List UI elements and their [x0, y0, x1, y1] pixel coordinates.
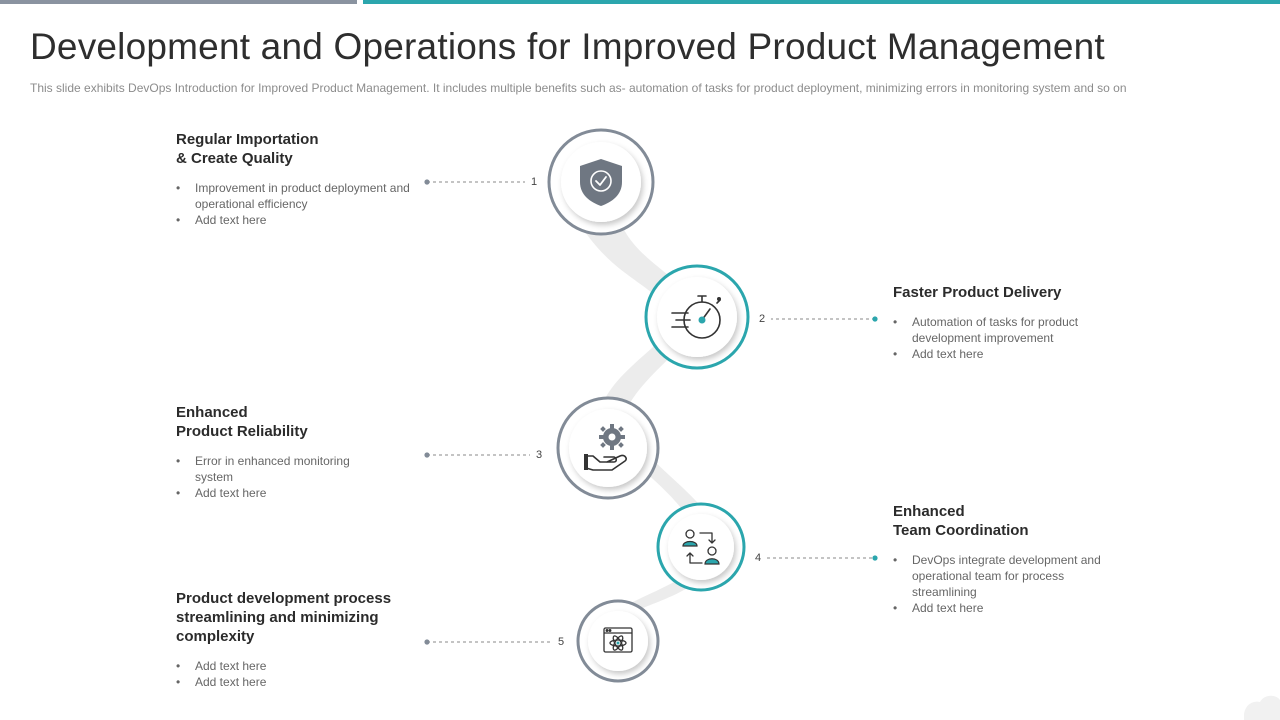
top-accent-bar-gray — [0, 0, 357, 4]
step-5-bullets: Add text here Add text here — [176, 658, 426, 690]
step-2-text: Faster Product Delivery Automation of ta… — [893, 283, 1108, 362]
step-4-title: Enhanced Team Coordination — [893, 502, 1108, 540]
step-1-title-line: & Create Quality — [176, 150, 293, 167]
step-3-title-line: Product Reliability — [176, 423, 308, 440]
step-4-node — [656, 502, 746, 592]
step-number-4: 4 — [749, 549, 767, 567]
browser-atom-icon — [603, 627, 633, 653]
step-2-bullets: Automation of tasks for product developm… — [893, 314, 1108, 362]
bullet-item: Add text here — [176, 674, 426, 690]
gear-hand-icon — [584, 424, 627, 471]
step-3-bullets: Error in enhanced monitoring system Add … — [176, 453, 386, 501]
step-number-2: 2 — [753, 310, 771, 328]
leader-line-2 — [770, 316, 878, 322]
bullet-item: Error in enhanced monitoring system — [176, 453, 386, 485]
step-number-3: 3 — [530, 446, 548, 464]
step-number-1: 1 — [525, 173, 543, 191]
step-3-node — [556, 396, 660, 500]
step-5-text: Product development process streamlining… — [176, 589, 426, 690]
leader-line-4 — [767, 555, 878, 561]
step-4-bullets: DevOps integrate development and operati… — [893, 552, 1108, 616]
step-4-title-line: Enhanced — [893, 503, 965, 520]
leader-line-3 — [424, 452, 530, 458]
step-5-title-line: streamlining and minimizing — [176, 609, 379, 626]
bullet-item: Add text here — [176, 212, 416, 228]
bullet-item: Add text here — [893, 346, 1108, 362]
step-2-title: Faster Product Delivery — [893, 283, 1108, 302]
step-5-title-line: complexity — [176, 628, 255, 645]
step-2-title-line: Faster Product Delivery — [893, 284, 1062, 301]
page-title: Development and Operations for Improved … — [30, 26, 1105, 67]
bullet-item: Automation of tasks for product developm… — [893, 314, 1108, 346]
step-3-title-line: Enhanced — [176, 404, 248, 421]
step-4-text: Enhanced Team Coordination DevOps integr… — [893, 502, 1108, 616]
step-1-text: Regular Importation & Create Quality Imp… — [176, 130, 416, 228]
step-4-title-line: Team Coordination — [893, 522, 1029, 539]
bullet-item: Improvement in product deployment and op… — [176, 180, 416, 212]
step-1-title-line: Regular Importation — [176, 131, 319, 148]
leader-line-1 — [424, 179, 525, 185]
step-2-node — [644, 264, 750, 370]
top-accent-bar-teal — [363, 0, 1280, 4]
team-exchange-icon — [682, 529, 720, 565]
page-subtitle: This slide exhibits DevOps Introduction … — [30, 81, 1127, 95]
bullet-item: Add text here — [176, 658, 426, 674]
step-5-title-line: Product development process — [176, 590, 392, 607]
stopwatch-icon — [671, 295, 721, 339]
step-number-5: 5 — [552, 633, 570, 651]
step-3-text: Enhanced Product Reliability Error in en… — [176, 403, 386, 501]
step-3-title: Enhanced Product Reliability — [176, 403, 386, 441]
step-1-bullets: Improvement in product deployment and op… — [176, 180, 416, 228]
step-5-title: Product development process streamlining… — [176, 589, 426, 646]
step-1-title: Regular Importation & Create Quality — [176, 130, 416, 168]
bullet-item: DevOps integrate development and operati… — [893, 552, 1108, 600]
step-5-node — [576, 599, 660, 683]
step-1-node — [547, 128, 655, 236]
shield-check-icon — [580, 159, 622, 206]
cloud-icon — [1244, 695, 1280, 720]
bullet-item: Add text here — [176, 485, 386, 501]
leader-line-5 — [424, 639, 552, 645]
bullet-item: Add text here — [893, 600, 1108, 616]
